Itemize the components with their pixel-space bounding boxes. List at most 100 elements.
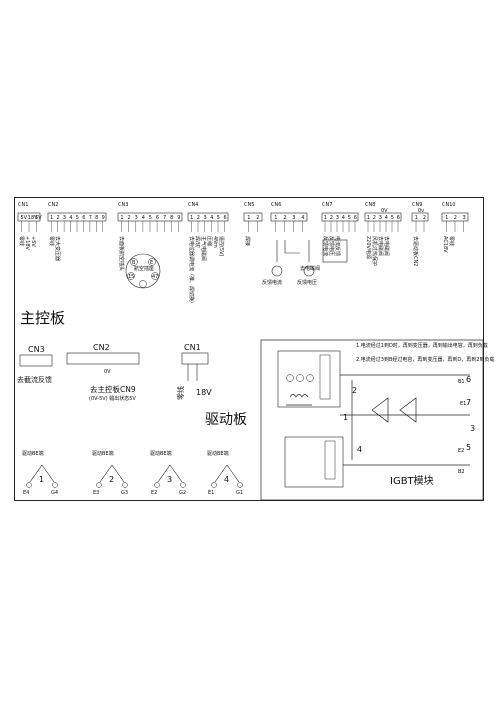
connector-pin: 2	[283, 215, 286, 221]
connector-pin: 3	[292, 215, 295, 221]
drive-cn1-label: 18V	[196, 388, 212, 397]
be-pin-e: E3	[93, 490, 99, 496]
connector-pin: 2	[127, 215, 130, 221]
plug-pin-47: 47	[152, 274, 158, 280]
connector-note: 零线	[18, 236, 25, 246]
connector-note: 电流反馈	[334, 236, 341, 256]
connector-pin: 8	[95, 215, 98, 221]
be-pin-g: G1	[236, 490, 243, 496]
igbt-terminal-e2: E2	[458, 448, 464, 454]
be-label: 驱动BE端	[150, 450, 172, 457]
be-pin-g: G3	[121, 490, 128, 496]
connector-pin: 3	[203, 215, 206, 221]
be-number: 2	[109, 475, 114, 484]
connector-body	[411, 212, 429, 222]
connector-pin: 2	[197, 215, 200, 221]
igbt-node-5: 5	[466, 443, 471, 452]
cn7-shunt-label: 去电磁阀	[300, 265, 320, 272]
drive-board-title: 驱动板	[205, 412, 247, 428]
connector-note: 压缩	[206, 236, 213, 246]
drive-cn3-label: 去截流反馈	[17, 375, 52, 384]
cn6-note-current: 反馈电压	[297, 279, 317, 286]
be-pin-g: G2	[179, 490, 186, 496]
igbt-note: 2.电流经过3到B经过电容，再到变压器，再到D，再到2到负载	[356, 356, 494, 363]
be-label: 驱动BE端	[22, 450, 44, 457]
connector-pin: 5	[149, 215, 152, 221]
connector-note: 去电磁阀	[383, 236, 390, 256]
connector-note: +18V	[24, 236, 30, 251]
connector-pin: 7	[89, 215, 92, 221]
connector-pin: 5	[217, 215, 220, 221]
connector-pin: 3	[462, 215, 465, 221]
igbt-note: 1.电流经过1到D时，再到变压器，再到输出电容，再到负载	[356, 342, 488, 349]
connector-note: 风机过热保护	[371, 236, 378, 266]
be-pin-e: E4	[23, 490, 29, 496]
connector-pin: 4	[210, 215, 213, 221]
connector-pin: 6	[223, 215, 226, 221]
igbt-node-3: 3	[470, 424, 475, 433]
connector-pin: 1	[50, 215, 53, 221]
igbt-node-4: 4	[357, 445, 362, 454]
connector-id: CN1	[18, 202, 28, 208]
connector-pin: 5V	[35, 215, 42, 221]
connector-pin: 1	[445, 215, 448, 221]
connector-id: CN9	[412, 202, 422, 208]
connector-id: CN7	[322, 202, 332, 208]
connector-pin: 7	[163, 215, 166, 221]
connector-pin: 3	[135, 215, 138, 221]
connector-pin: 5V	[20, 215, 27, 221]
be-number: 3	[167, 475, 172, 484]
connector-pin: 2	[330, 215, 333, 221]
connector-pin: 6	[82, 215, 85, 221]
drive-cn2-mark: 0V	[104, 369, 111, 375]
connector-pin: 2	[423, 215, 426, 221]
connector-body	[364, 212, 402, 222]
connector-note: 主气电磁阀	[200, 236, 207, 261]
drive-cn1-zero: 零线	[176, 386, 185, 400]
be-label: 驱动BE端	[92, 450, 114, 457]
connector-pin: 1	[190, 215, 193, 221]
connector-body	[243, 212, 263, 222]
connector-id: CN6	[271, 202, 281, 208]
drive-cn2-id: CN2	[93, 343, 110, 352]
connector-note: 去驱动板CN2	[412, 236, 419, 266]
drive-board: CN3 去截流反馈 CN2 0V 去主控板CN9 (0V-5V) 输出状态5V …	[17, 343, 247, 496]
connector-label: 0v	[418, 208, 424, 214]
connector-note: 反馈电压	[328, 236, 335, 256]
plug-pin-e: E	[150, 260, 153, 266]
connector-pin: 1	[367, 215, 370, 221]
connector-pin: 6	[354, 215, 357, 221]
cn6-note-voltage: 反馈电流	[262, 279, 282, 286]
igbt-title: IGBT模块	[390, 475, 434, 487]
connector-pin: 2	[56, 215, 59, 221]
igbt-section: 1.电流经过1到D时，再到变压器，再到输出电容，再到负载 2.电流经过3到B经过电…	[260, 339, 494, 501]
connector-id: CN5	[244, 202, 254, 208]
connector-pin: 1	[415, 215, 418, 221]
schematic-sheet	[14, 197, 484, 501]
connector-pin: 6	[156, 215, 159, 221]
connector-label: 0V	[381, 208, 388, 214]
connector-pin: 4	[69, 215, 72, 221]
connector-pin: 8	[170, 215, 173, 221]
be-label: 驱动BE端	[207, 450, 229, 457]
be-number: 1	[39, 475, 44, 484]
connector-pin: 1	[274, 215, 277, 221]
connector-pin: 3	[336, 215, 339, 221]
connector-pin: 1	[120, 215, 123, 221]
connector-note: 去大变压器	[54, 236, 61, 261]
plug-label: 航空插座	[134, 265, 154, 272]
connector-pin: 5	[348, 215, 351, 221]
connector-pin: 9	[177, 215, 180, 221]
igbt-node-7: 7	[466, 398, 471, 407]
connector-pin: 4	[385, 215, 388, 221]
